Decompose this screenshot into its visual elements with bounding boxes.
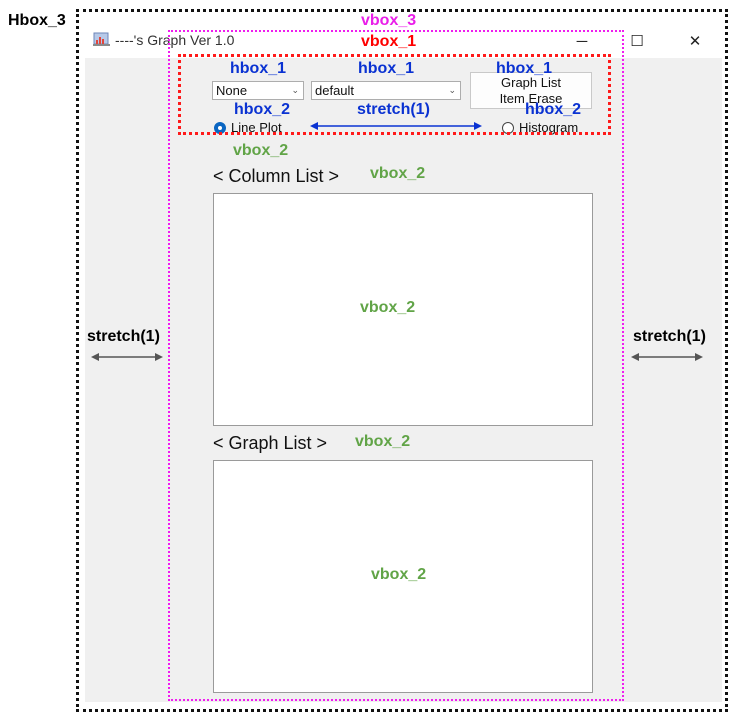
annotation-vbox3: vbox_3 <box>361 12 417 29</box>
chevron-down-icon: ⌄ <box>291 85 299 95</box>
annotation-stretch-left: stretch(1) <box>87 328 160 345</box>
minimize-button[interactable]: ─ <box>576 32 588 50</box>
combo-box-1-value: None <box>216 83 248 98</box>
column-list[interactable] <box>213 193 593 426</box>
radio-histogram[interactable]: Histogram <box>502 120 578 135</box>
annotation-vbox2-top: vbox_2 <box>233 142 289 159</box>
radio-selected-icon <box>214 121 226 134</box>
combo-box-1[interactable]: None ⌄ <box>212 81 304 100</box>
annotation-vbox2-graph-label: vbox_2 <box>355 433 411 450</box>
graph-list-item-erase-button[interactable]: Graph List Item Erase <box>470 72 592 109</box>
combo-box-2-value: default <box>315 83 355 98</box>
annotation-vbox2-column-list: vbox_2 <box>360 299 416 316</box>
vbox3-outline <box>168 30 624 701</box>
combo-box-2[interactable]: default ⌄ <box>311 81 461 100</box>
erase-button-line1: Graph List <box>501 74 561 90</box>
vbox1-outline <box>178 54 611 135</box>
radio-line-plot-label: Line Plot <box>231 120 282 135</box>
annotation-hbox2-left: hbox_2 <box>234 101 291 118</box>
close-button[interactable]: ✕ <box>688 33 702 50</box>
app-icon <box>93 31 111 47</box>
erase-button-line2: Item Erase <box>499 90 563 106</box>
chevron-down-icon: ⌄ <box>448 85 456 95</box>
annotation-hbox1-combo2: hbox_1 <box>358 60 415 77</box>
annotation-hbox2-right: hbox_2 <box>525 101 582 118</box>
annotation-hbox3: Hbox_3 <box>8 12 66 29</box>
annotation-hbox1-button: hbox_1 <box>496 60 553 77</box>
stretch-right-arrow-icon <box>631 353 703 361</box>
annotation-hbox1-combo1: hbox_1 <box>230 60 287 77</box>
graph-list-label: < Graph List > <box>213 433 328 453</box>
annotation-vbox2-column-label: vbox_2 <box>370 165 426 182</box>
column-list-label: < Column List > <box>213 166 340 186</box>
annotation-stretch-right: stretch(1) <box>633 328 706 345</box>
window-title: ----'s Graph Ver 1.0 <box>115 32 235 48</box>
hbox3-outline <box>76 9 728 712</box>
annotation-stretch-mid: stretch(1) <box>357 101 430 118</box>
stretch-left-arrow-icon <box>91 353 163 361</box>
graph-list[interactable] <box>213 460 593 693</box>
radio-histogram-label: Histogram <box>519 120 579 135</box>
annotation-vbox1: vbox_1 <box>361 33 417 50</box>
maximize-button[interactable]: ☐ <box>630 33 644 50</box>
radio-line-plot[interactable]: Line Plot <box>214 120 282 135</box>
annotation-vbox2-graph-list: vbox_2 <box>371 566 427 583</box>
stretch-arrow-icon <box>310 122 482 130</box>
